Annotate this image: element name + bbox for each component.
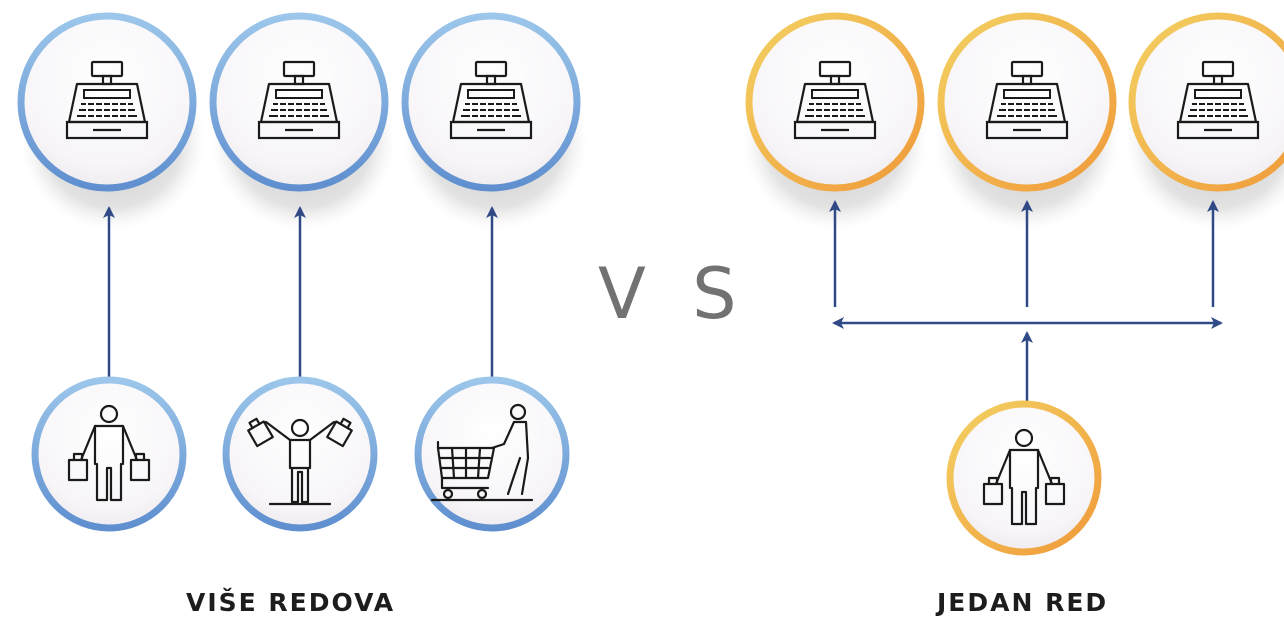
register-node — [209, 12, 389, 192]
register-node — [937, 12, 1117, 192]
caption-single-queue: JEDAN RED — [937, 588, 1109, 617]
register-node — [1128, 12, 1284, 192]
right-arrows — [829, 200, 1223, 402]
customer-node — [222, 376, 378, 532]
register-node — [745, 12, 925, 192]
right-customers — [946, 400, 1102, 556]
register-node — [17, 12, 197, 192]
customer-node — [946, 400, 1102, 556]
left-arrows — [103, 206, 498, 378]
customer-node — [414, 376, 570, 532]
customer-node — [31, 376, 187, 532]
register-node — [401, 12, 581, 192]
right-registers — [745, 12, 1284, 192]
vs-label: V S — [598, 253, 749, 335]
left-registers — [17, 12, 581, 192]
left-customers — [31, 376, 570, 532]
caption-multiple-queues: VIŠE REDOVA — [186, 588, 396, 617]
